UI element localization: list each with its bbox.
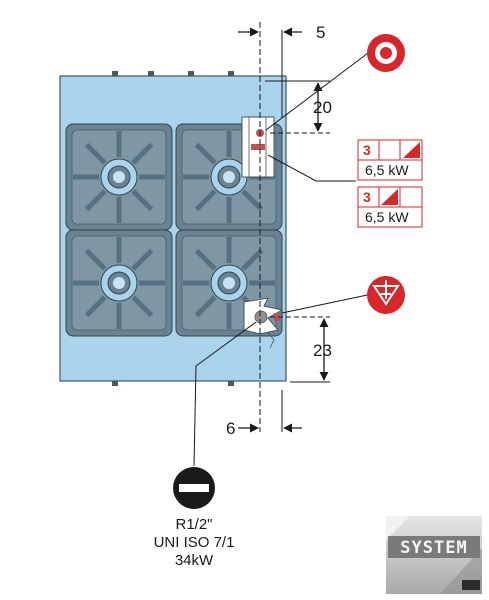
electrical-rating-2: 3 6,5 kW	[357, 186, 423, 228]
dimension-top-offset: 5	[316, 23, 325, 42]
gas-thread-label: R1/2"	[175, 516, 212, 533]
reference-lines	[259, 22, 330, 432]
leader-lines	[193, 49, 373, 467]
rating-2-power: 6,5 kW	[365, 209, 409, 225]
electrical-connection-box	[241, 116, 275, 178]
system-logo: SYSTEM	[386, 516, 482, 594]
dimension-bottom-offset: 6	[226, 419, 235, 438]
burner-grate-3	[65, 229, 173, 337]
gas-inlet-symbol	[173, 467, 215, 509]
rating-1-phase: 3	[363, 142, 371, 158]
gas-connection-box	[243, 297, 284, 349]
gas-standard-label: UNI ISO 7/1	[154, 534, 235, 551]
gas-power-label: 34kW	[175, 552, 214, 569]
dimension-electrical-height: 20	[313, 98, 332, 117]
electrical-rating-1: 3 6,5 kW	[357, 139, 423, 181]
rating-1-power: 6,5 kW	[365, 162, 409, 178]
rating-2-phase: 3	[363, 189, 371, 205]
dimension-gas-height: 23	[313, 341, 332, 360]
equipotential-symbol	[367, 276, 405, 314]
electrical-supply-symbol	[367, 34, 405, 72]
burner-grate-1	[65, 123, 173, 231]
logo-text: SYSTEM	[400, 538, 467, 558]
